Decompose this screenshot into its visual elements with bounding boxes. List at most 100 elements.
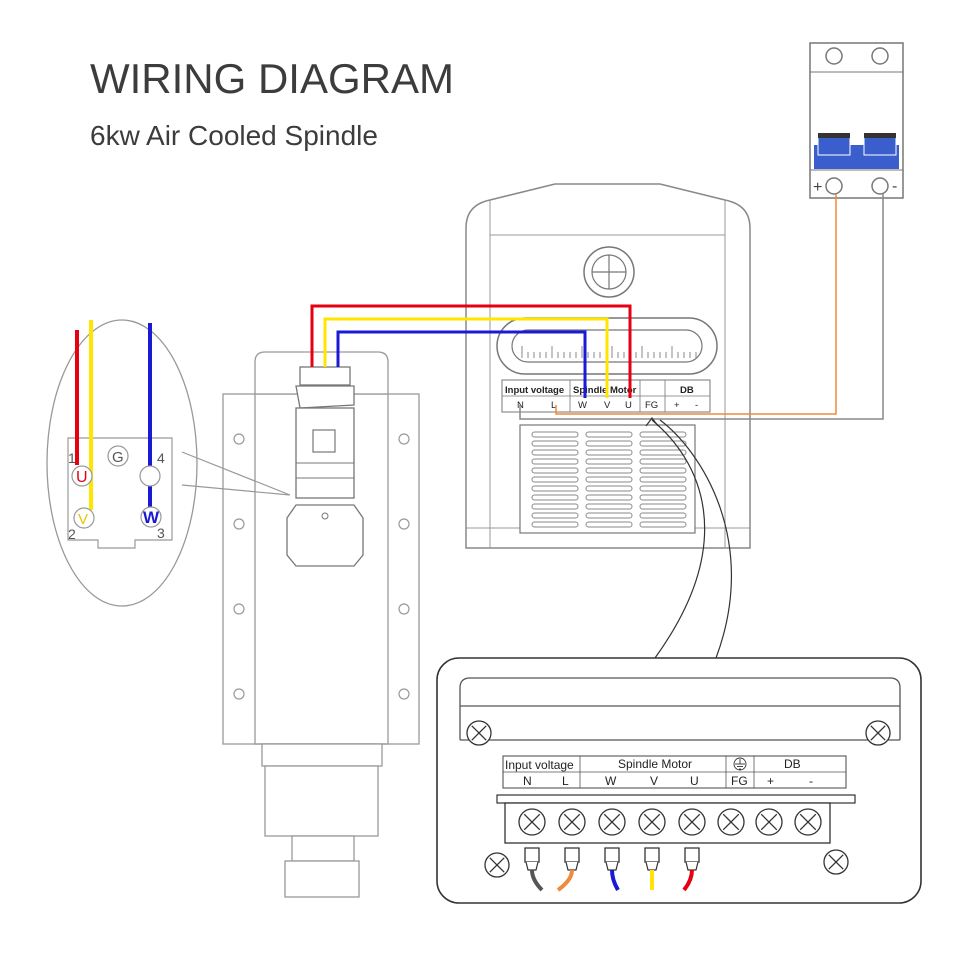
pin-1-number: 1 [68,450,76,466]
zoom-terminal-v: V [650,774,658,788]
vent-slot [639,485,687,492]
zoom-terminal-u: U [690,774,699,788]
terminal-screw-cross [563,813,581,831]
vent-slot [585,512,633,519]
spindle-nose [264,765,379,837]
pin-w-letter: W [143,508,160,527]
zoom-spindle-motor-label: Spindle Motor [618,757,692,771]
pin-u [71,465,93,487]
callout-pointer [181,451,291,496]
aviation-plug-nut [295,385,355,409]
wire-lug [524,847,540,863]
zoom-pointer-lines [645,417,733,659]
zoom-corner-screws [466,720,891,878]
breaker-terminal-plus [825,177,843,195]
terminal-screw-cross [643,813,661,831]
vent-slot [639,458,687,465]
vfd-small-input-voltage-label: Input voltage [505,385,564,396]
zoom-input-voltage-label: Input voltage [505,758,574,772]
corner-screw-cross [870,725,886,741]
spindle [222,351,420,898]
pin-w [140,506,162,528]
zoom-terminal-plus: + [767,774,774,788]
zoom-terminal-n: N [523,774,532,788]
corner-screw-cross [828,854,844,870]
vent-slot [531,458,579,465]
pin-4-number: 4 [157,450,165,466]
vent-slot [531,467,579,474]
terminal-wire [682,869,694,892]
vent-slot [639,449,687,456]
vent-slot [585,440,633,447]
terminal-screw-cross [603,813,621,831]
wire-lug [684,847,700,863]
wire-lug-sleeve [605,861,619,871]
vent-slot [639,476,687,483]
pin-ground [107,445,129,467]
vent-slot [531,512,579,519]
pin-v [73,507,95,529]
vent-slot [531,431,579,438]
wire-live-orange [555,194,837,415]
breaker-terminal-minus [871,177,889,195]
zoom-terminal-l: L [562,774,569,788]
wire-lug-sleeve [565,861,579,871]
spindle-bolts [233,433,410,700]
vfd-small-terminal-l: L [551,400,556,411]
pin-v-letter: V [78,511,88,528]
zoom-terminal-screws [518,808,822,836]
bolt [233,603,245,615]
wire-neutral-gray [519,194,884,420]
pin-ground-letter: G [112,449,124,466]
bolt [233,518,245,530]
wire-u-red [310,304,632,398]
wire-lug-sleeve [525,861,539,871]
vfd-small-terminal-plus: + [674,400,680,411]
bolt [398,688,410,700]
vent-slot [585,449,633,456]
vent-slot [639,494,687,501]
vent-slot [531,521,579,528]
breaker-plus-label: + [813,179,822,196]
vent-slot [585,503,633,510]
vent-slot [585,494,633,501]
vent-slot [531,476,579,483]
breaker-minus-label: - [892,178,897,195]
pin-u-letter: U [76,469,88,486]
breaker-top-screw-right [871,47,889,65]
wire-lug [604,847,620,863]
vent-slot [531,494,579,501]
terminal-wire [530,869,544,892]
terminal-screw-cross [799,813,817,831]
vfd-small-terminal-v: V [604,400,611,411]
terminal-screw-cross [722,813,740,831]
vent-slot [639,503,687,510]
vent-slot [639,440,687,447]
vent-slot [531,485,579,492]
vfd-small-terminal-u: U [625,400,632,411]
aviation-plug-cap [299,366,351,386]
vent-slot [585,521,633,528]
wire-lug-sleeve [645,861,659,871]
wire-lug [644,847,660,863]
aviation-socket-base [286,504,364,567]
bolt [233,433,245,445]
zoom-terminal-fg: FG [731,774,748,788]
vent-slot [531,503,579,510]
vfd-small-terminal-w: W [578,400,587,411]
vent-slot [531,449,579,456]
pin-4 [139,465,161,487]
page-subtitle: 6kw Air Cooled Spindle [90,120,378,151]
vent-slot [585,485,633,492]
spindle-collet [284,860,360,898]
page-title: WIRING DIAGRAM [90,55,454,102]
vent-slot [585,458,633,465]
corner-screw-cross [489,857,505,873]
vent-slot [639,521,687,528]
bolt [398,433,410,445]
vfd-small-spindle-motor-label: Spindle Motor [573,385,637,396]
motor-cable-wires [310,304,632,398]
terminal-screw-cross [683,813,701,831]
breaker-top-screw-left [825,47,843,65]
